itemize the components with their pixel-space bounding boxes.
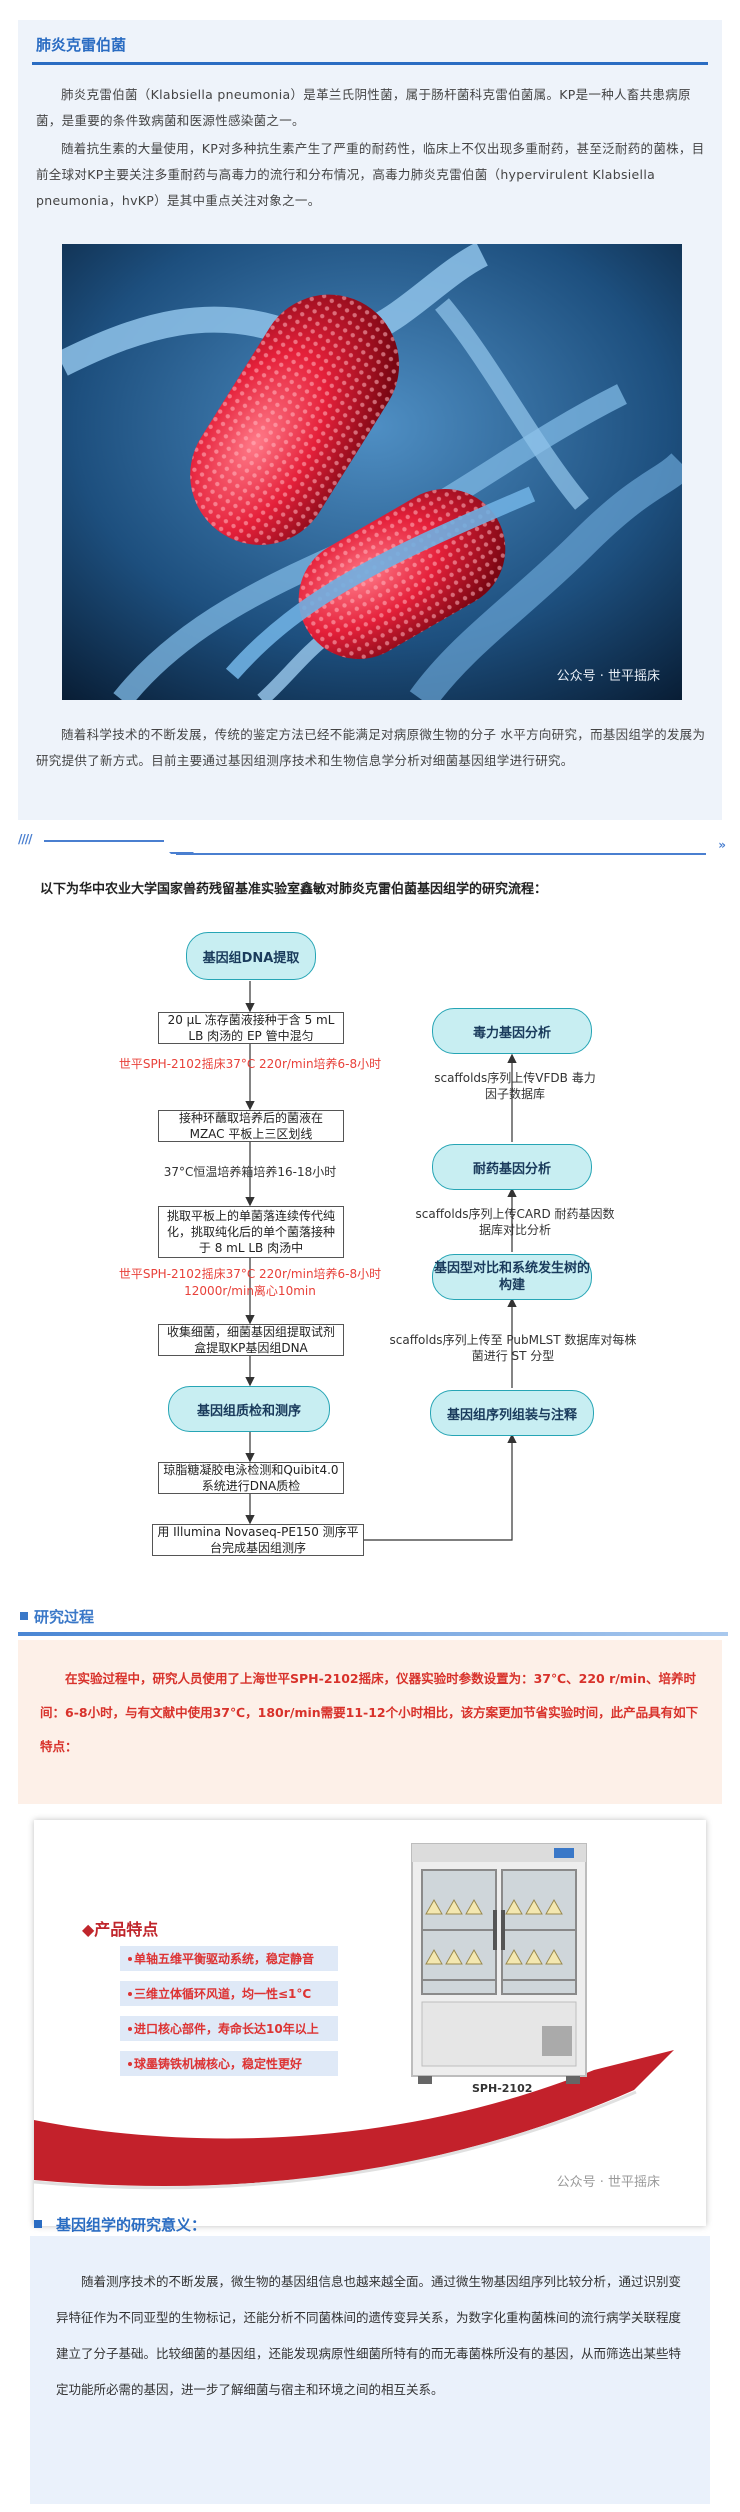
feature-text: 球墨铸铁机械核心，稳定性更好 (134, 2057, 303, 2071)
step-shaker-note-2: 世平SPH-2102摇床37°C 220r/min培养6-8小时 (118, 1267, 382, 1281)
step-gel-box: 琼脂糖凝胶电泳检测和Quibit4.0系统进行DNA质检 (158, 1462, 344, 1494)
shaker-machine-icon (411, 1843, 587, 2084)
feature-text: 三维立体循环风道，均一性≤1°C (134, 1987, 312, 2001)
intro-title-underline (32, 62, 708, 65)
feature-item: 球墨铸铁机械核心，稳定性更好 (120, 2051, 338, 2076)
product-card-graphics (34, 1843, 706, 2226)
step-incubate-note: 37°C恒温培养箱培养16-18小时 (163, 1165, 337, 1179)
node-phylogeny: 基因型对比和系统发生树的构建 (432, 1254, 592, 1300)
node-assembly-annotation: 基因组序列组装与注释 (430, 1390, 594, 1436)
step-purify-box: 挑取平板上的单菌落连续传代纯化，挑取纯化后的单个菌落接种于 8 mL LB 肉汤… (158, 1206, 344, 1258)
bacteria-illustration (62, 244, 682, 700)
product-card: 公众号 · 世平摇床 (34, 1820, 706, 2226)
feature-text: 进口核心部件，寿命长达10年以上 (134, 2022, 319, 2036)
step-collect-box: 收集细菌，细菌基因组提取试剂盒提取KP基因组DNA (158, 1324, 344, 1356)
meaning-title-marker (34, 2220, 42, 2228)
bacteria-micrograph-image: 公众号 · 世平摇床 (62, 244, 682, 700)
product-model-label: SPH-2102 (472, 2082, 533, 2095)
step-pubmlst-note: scaffolds序列上传至 PubMLST 数据库对每株菌进行 ST 分型 (389, 1333, 637, 1363)
divider-line (44, 840, 164, 842)
feature-text: 单轴五维平衡驱动系统，稳定静音 (134, 1952, 315, 1966)
double-chevron-right-icon: » (718, 838, 726, 852)
feature-item: 三维立体循环风道，均一性≤1°C (120, 1981, 338, 2006)
process-text: 在实验过程中，研究人员使用了上海世平SPH-2102摇床，仪器实验时参数设置为：… (40, 1671, 699, 1754)
process-title: 研究过程 (34, 1608, 95, 1626)
step-centrifuge-note: 12000r/min离心10min (184, 1284, 316, 1298)
feature-title: ◆产品特点 (82, 1920, 159, 1939)
intro-paragraph-2: 随着抗生素的大量使用，KP对多种抗生素产生了严重的耐药性，临床上不仅出现多重耐药… (36, 141, 705, 208)
node-dna-extraction: 基因组DNA提取 (186, 932, 316, 980)
divider-bars-icon: //// (18, 832, 32, 846)
node-resistance-genes: 耐药基因分析 (432, 1144, 592, 1190)
bullet-icon (128, 1956, 132, 1961)
divider-line-long (176, 853, 706, 855)
node-virulence-genes: 毒力基因分析 (432, 1008, 592, 1054)
product-watermark: 公众号 · 世平摇床 (556, 2175, 660, 2190)
flowchart-connectors (245, 981, 517, 1541)
bullet-icon (128, 2026, 132, 2031)
feature-item: 单轴五维平衡驱动系统，稳定静音 (120, 1946, 338, 1971)
step-inoculate-box: 20 μL 冻存菌液接种于含 5 mL LB 肉汤的 EP 管中混匀 (158, 1012, 344, 1044)
image-watermark: 公众号 · 世平摇床 (556, 669, 660, 684)
bullet-icon (128, 2061, 132, 2066)
intro-title: 肺炎克雷伯菌 (36, 36, 127, 54)
step-illumina-box: 用 Illumina Novaseq-PE150 测序平台完成基因组测序 (152, 1524, 364, 1556)
process-highlight-box (18, 1640, 722, 1804)
process-title-marker (20, 1612, 28, 1620)
feature-item: 进口核心部件，寿命长达10年以上 (120, 2016, 338, 2041)
step-streak-box: 接种环蘸取培养后的菌液在 MZAC 平板上三区划线 (158, 1110, 344, 1142)
intro-paragraph-3: 随着科学技术的不断发展，传统的鉴定方法已经不能满足对病原微生物的分子 水平方向研… (36, 727, 706, 768)
meaning-box (30, 2236, 710, 2504)
node-quality-sequencing: 基因组质检和测序 (168, 1386, 330, 1432)
intro-paragraph-1: 肺炎克雷伯菌（Klabsiella pneumonia）是革兰氏阴性菌，属于肠杆… (36, 87, 691, 128)
step-shaker-note-1: 世平SPH-2102摇床37°C 220r/min培养6-8小时 (118, 1057, 382, 1071)
flowchart-intro: 以下为华中农业大学国家兽药残留基准实验室鑫敏对肺炎克雷伯菌基因组学的研究流程： (40, 882, 548, 897)
bullet-icon (128, 1991, 132, 1996)
meaning-text: 随着测序技术的不断发展，微生物的基因组信息也越来越全面。通过微生物基因组序列比较… (56, 2274, 682, 2397)
step-card-note: scaffolds序列上传CARD 耐药基因数据库对比分析 (415, 1207, 615, 1237)
meaning-title: 基因组学的研究意义： (56, 2216, 207, 2234)
step-vfdb-note: scaffolds序列上传VFDB 毒力因子数据库 (434, 1071, 596, 1101)
process-title-line (18, 1632, 728, 1636)
